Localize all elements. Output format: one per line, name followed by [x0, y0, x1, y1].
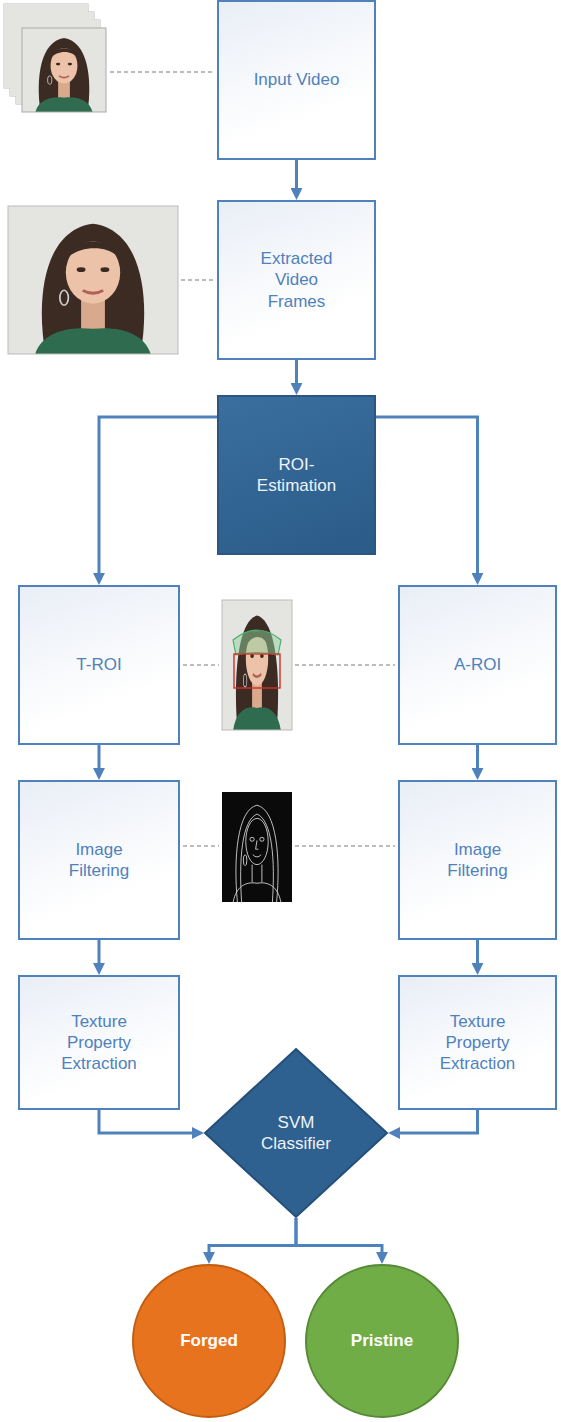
connector-arrow	[295, 360, 298, 387]
process-box: Texture Property Extraction	[18, 975, 180, 1110]
node-label: Extracted Video Frames	[247, 248, 346, 312]
result-circle: Pristine	[305, 1264, 459, 1418]
leader-line	[183, 664, 219, 666]
frame-stack	[4, 4, 106, 112]
node-label: Texture Property Extraction	[428, 1011, 527, 1075]
node-label: Texture Property Extraction	[48, 1011, 150, 1075]
connector-arrow	[98, 940, 101, 967]
decision-diamond: SVM Classifier	[204, 1048, 388, 1218]
node-label: Forged	[180, 1330, 238, 1351]
connector-arrow	[295, 160, 298, 192]
node-label: Pristine	[351, 1330, 413, 1351]
node-label: Image Filtering	[48, 839, 150, 882]
connector-arrow	[99, 417, 217, 577]
connector-arrow	[209, 1218, 296, 1256]
node-label: Input Video	[254, 69, 340, 90]
result-circle: Forged	[132, 1264, 286, 1418]
connector-arrow	[476, 940, 479, 967]
node-label: SVM Classifier	[242, 1112, 350, 1155]
node-label: T-ROI	[76, 654, 121, 675]
process-box: Extracted Video Frames	[217, 200, 376, 360]
roi-picture	[222, 600, 292, 730]
connector-arrow	[98, 745, 101, 772]
input-box: Input Video	[217, 0, 376, 160]
frame-picture	[8, 206, 178, 354]
filtered-picture	[222, 792, 292, 902]
connector-arrow	[376, 417, 478, 577]
process-box: Texture Property Extraction	[398, 975, 557, 1110]
node-label: ROI-Estimation	[247, 454, 346, 497]
connector-arrow	[296, 1218, 382, 1256]
node-label: A-ROI	[454, 654, 501, 675]
process-box: T-ROI	[18, 585, 180, 745]
connector-arrow	[99, 1110, 196, 1133]
leader-line	[295, 664, 395, 666]
connector-arrow	[476, 745, 479, 772]
process-box: Image Filtering	[398, 780, 557, 940]
leader-line	[181, 279, 214, 281]
process-box: Image Filtering	[18, 780, 180, 940]
diamond-outline	[204, 1048, 388, 1218]
process-box: A-ROI	[398, 585, 557, 745]
leader-line	[183, 845, 219, 847]
connector-arrow	[396, 1110, 478, 1133]
process-box: ROI-Estimation	[217, 395, 376, 555]
node-label: Image Filtering	[428, 839, 527, 882]
leader-line	[110, 71, 214, 73]
leader-line	[295, 845, 395, 847]
